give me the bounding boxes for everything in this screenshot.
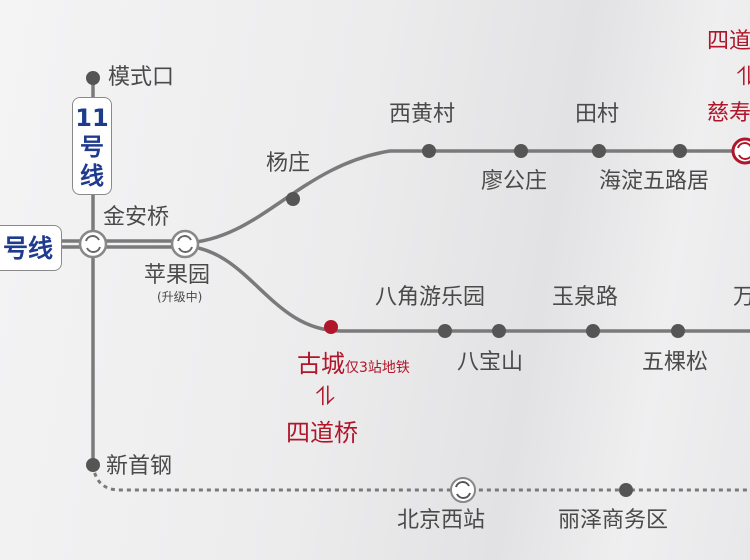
station-dot-moshikou xyxy=(86,71,100,85)
line11-number: 11 xyxy=(75,104,109,132)
station-dot-xinshougang xyxy=(86,458,100,472)
station-label-pingguoyuan: 苹果园 xyxy=(144,263,211,288)
station-label-wukesong: 五棵松 xyxy=(642,350,709,375)
station-dot-lize xyxy=(619,483,633,497)
station-label-sidaoqiao-top: 四道桥 xyxy=(707,29,750,54)
station-dot-tiancun xyxy=(592,144,606,158)
station-label-haidianwulu: 海淀五路居 xyxy=(599,169,710,194)
station-label-wanshoulu: 万 xyxy=(733,285,750,310)
line1-label: 号线 xyxy=(2,234,53,263)
gucheng-name: 古城 xyxy=(297,350,345,378)
line11-badge: 11 号 线 xyxy=(72,97,112,195)
line11-extension-dotted xyxy=(91,464,750,492)
station-dot-xihuangcun xyxy=(422,144,436,158)
station-note-pingguoyuan: (升级中) xyxy=(157,290,203,304)
station-label-jinanqiao: 金安桥 xyxy=(103,205,170,230)
station-label-cishousi: 慈寿寺 xyxy=(707,101,750,126)
line1-badge: 号线 xyxy=(0,225,62,271)
station-label-bajiao: 八角游乐园 xyxy=(375,285,486,310)
station-dot-yangzhuang xyxy=(286,192,300,206)
transfer-arrow-top-icon: ⥮ xyxy=(737,62,750,92)
station-dot-gucheng xyxy=(324,320,338,334)
station-label-yangzhuang: 杨庄 xyxy=(266,151,311,176)
station-label-babaoshan: 八宝山 xyxy=(457,350,524,375)
gucheng-note: 仅3站地铁 xyxy=(345,360,410,376)
interchange-icon-cishousi xyxy=(731,137,750,165)
transfer-arrow-icon: ⥮ xyxy=(316,382,335,412)
station-dot-haidianwulu xyxy=(673,144,687,158)
interchange-icon-beijingxi xyxy=(450,477,476,503)
station-label-xinshougang: 新首钢 xyxy=(106,454,173,479)
interchange-icon-jinanqiao xyxy=(78,229,108,259)
station-label-moshikou: 模式口 xyxy=(108,65,175,90)
station-label-sidaoqiao: 四道桥 xyxy=(286,419,358,447)
station-label-liaogongzhuang: 廖公庄 xyxy=(481,169,548,194)
station-label-xihuangcun: 西黄村 xyxy=(389,102,456,127)
station-dot-wukesong xyxy=(671,324,685,338)
station-label-tiancun: 田村 xyxy=(575,102,620,127)
station-dot-yuquanlu xyxy=(586,324,600,338)
station-dot-bajiao xyxy=(438,324,452,338)
interchange-icon-pingguoyuan xyxy=(170,229,200,259)
station-label-beijingxi: 北京西站 xyxy=(397,508,486,533)
station-label-gucheng: 古城仅3站地铁 xyxy=(297,352,410,376)
line11-char-2: 线 xyxy=(80,162,104,190)
station-label-lize: 丽泽商务区 xyxy=(558,508,669,533)
station-dot-liaogongzhuang xyxy=(514,144,528,158)
station-dot-babaoshan xyxy=(492,324,506,338)
line11-char-1: 号 xyxy=(80,133,104,161)
station-label-yuquanlu: 玉泉路 xyxy=(552,285,619,310)
